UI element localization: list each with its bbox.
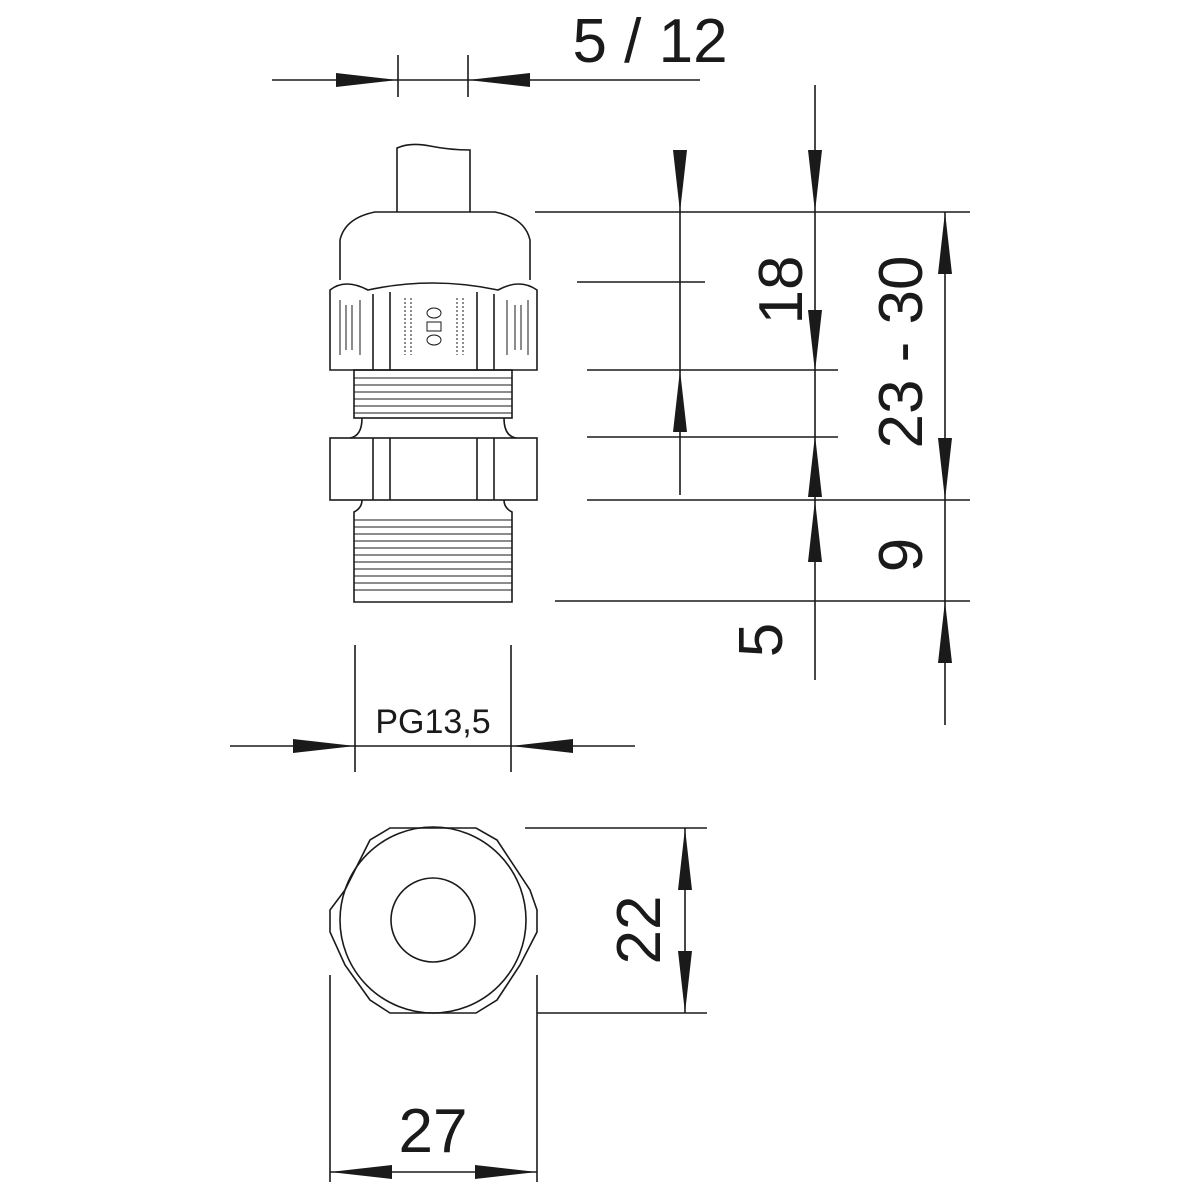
label-total-height: 23 - 30 bbox=[867, 255, 936, 448]
label-thread-length: 9 bbox=[867, 538, 936, 572]
gland-top-view bbox=[329, 826, 538, 1014]
dim-thread-size: PG13,5 bbox=[230, 645, 635, 772]
upper-thread bbox=[353, 369, 513, 419]
label-across-flats: 22 bbox=[605, 896, 674, 965]
label-clamp: 5 bbox=[727, 623, 796, 657]
dim-across-corners: 27 bbox=[329, 975, 538, 1182]
dim-heights: 18 5 23 - 30 9 bbox=[535, 85, 970, 725]
label-cable-range: 5 / 12 bbox=[572, 7, 727, 76]
neck bbox=[349, 417, 517, 439]
lower-thread bbox=[353, 499, 513, 603]
cap-nut bbox=[329, 282, 538, 371]
cable bbox=[396, 143, 471, 212]
dim-across-flats: 22 bbox=[525, 827, 707, 1014]
label-across-corners: 27 bbox=[399, 1097, 468, 1166]
gland-side-view bbox=[329, 143, 538, 603]
label-thread-size: PG13,5 bbox=[375, 703, 490, 741]
obo-logo-icon bbox=[426, 307, 442, 346]
body-hex bbox=[329, 437, 538, 501]
dim-cable-range: 5 / 12 bbox=[272, 7, 728, 97]
label-height-cap: 18 bbox=[747, 256, 816, 325]
dome-cap bbox=[339, 211, 531, 280]
